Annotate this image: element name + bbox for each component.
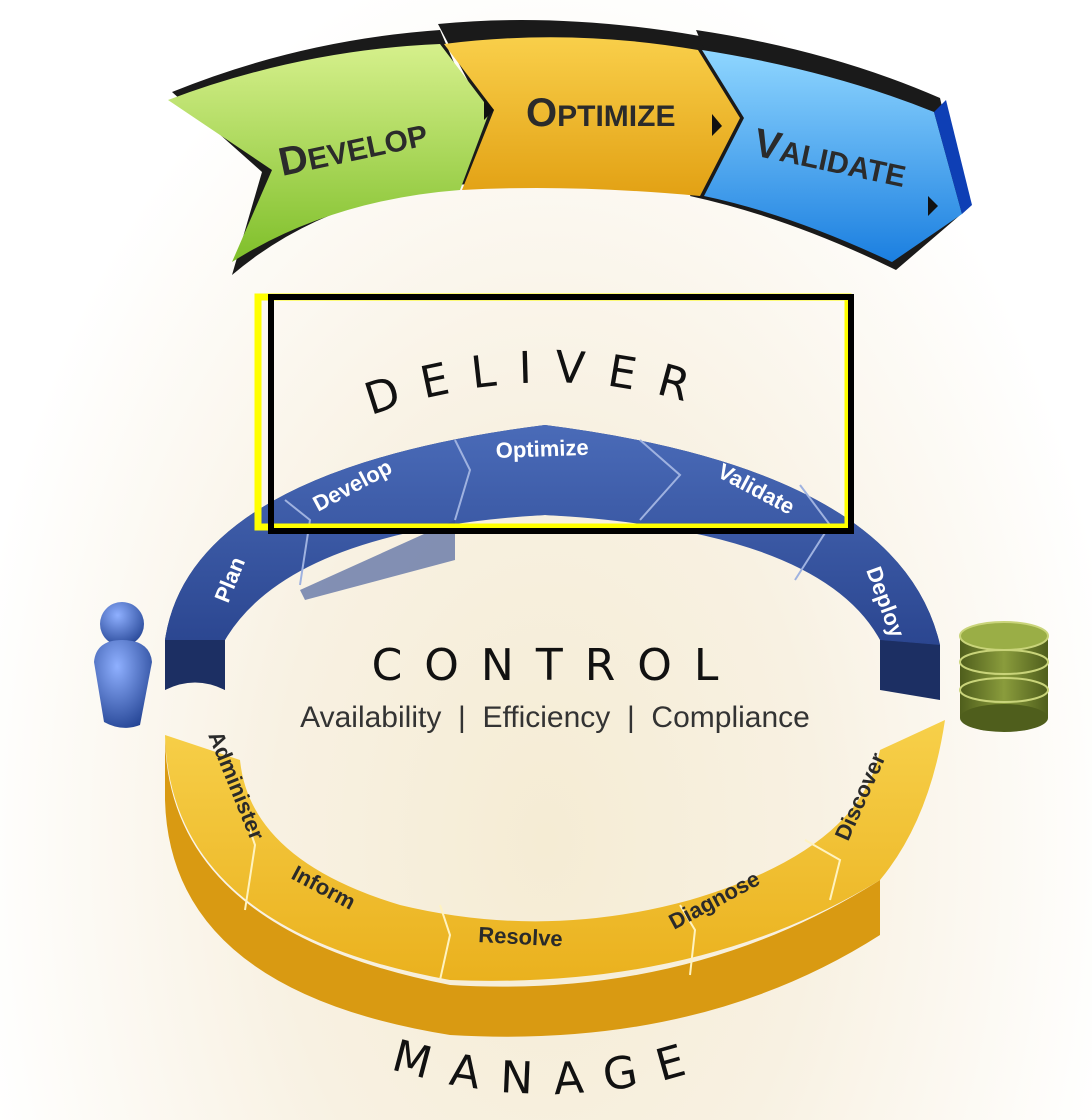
highlight-box (254, 293, 854, 534)
optimize-arrow (444, 37, 740, 197)
control-title: CONTROL (372, 640, 741, 691)
stage-resolve: Resolve (478, 922, 564, 951)
database-icon (959, 621, 1049, 732)
control-subtitle: Availability | Efficiency | Compliance (300, 701, 810, 734)
manage-ring: Administer Inform Resolve Diagnose Disco… (165, 720, 945, 1037)
stage-optimize: Optimize (495, 435, 589, 463)
user-icon (94, 602, 152, 728)
manage-title: MANAGE (387, 1029, 712, 1105)
develop-arrow (168, 44, 490, 262)
top-process-banner: DEVELOP OPTIMIZE VALIDATE (168, 20, 972, 275)
optimize-label: OPTIMIZE (526, 91, 675, 135)
deliver-ring: Plan Develop Optimize Validate Deploy (165, 425, 940, 700)
deliver-title: DELIVER (359, 342, 717, 426)
validate-arrow (702, 50, 962, 262)
